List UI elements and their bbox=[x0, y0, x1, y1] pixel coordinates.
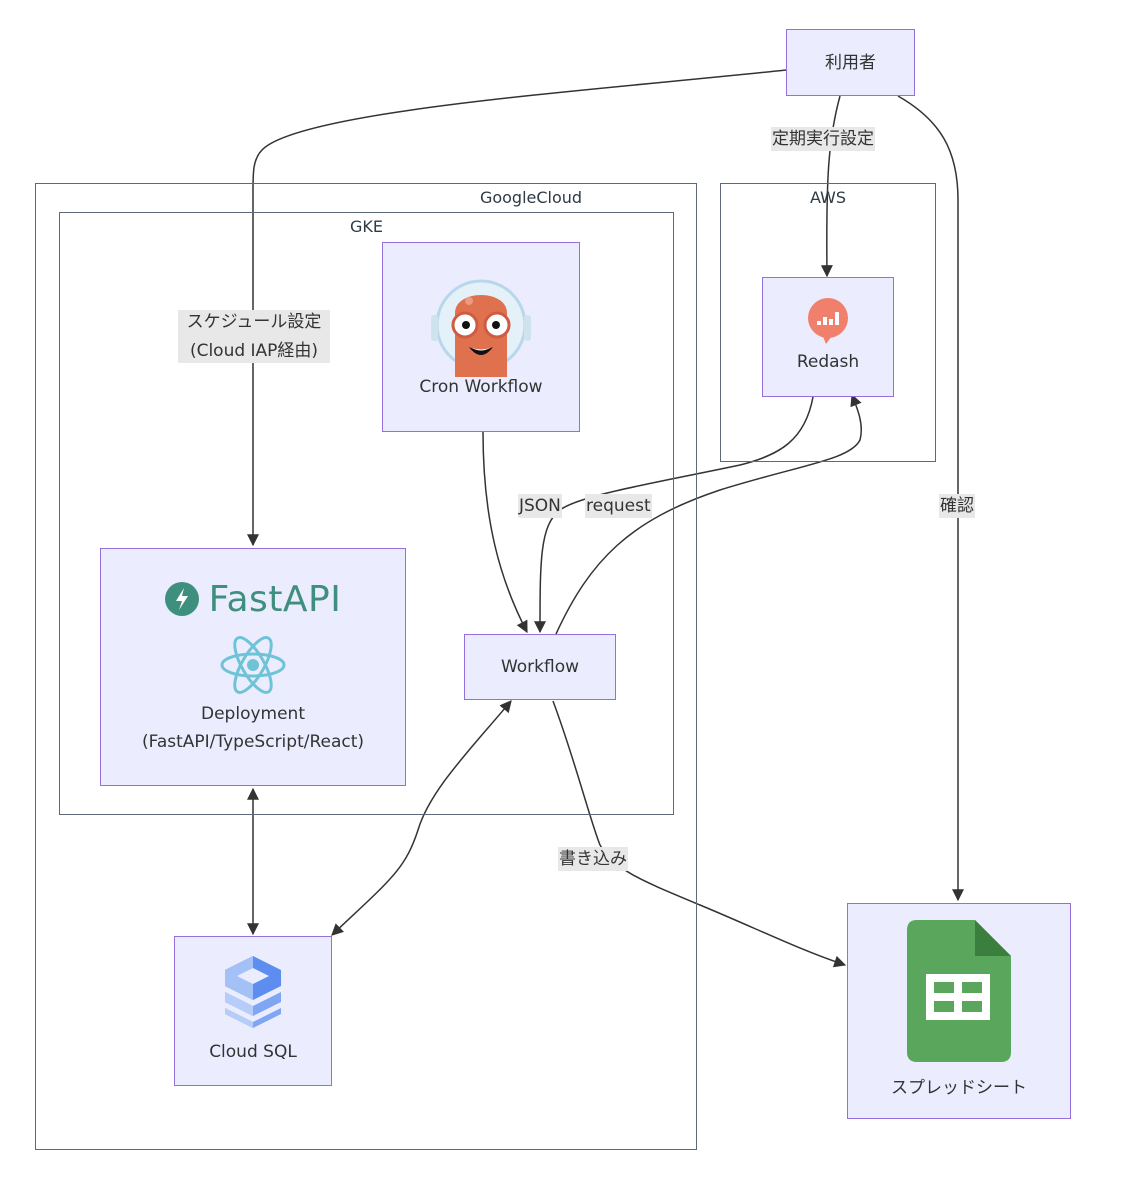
node-label: スプレッドシート bbox=[891, 1078, 1027, 1098]
redash-icon bbox=[808, 298, 848, 344]
edge-label-periodic: 定期実行設定 bbox=[771, 127, 875, 151]
edge-workflow-redash bbox=[555, 393, 863, 635]
node-label-line2: (FastAPI/TypeScript/React) bbox=[141, 731, 365, 752]
node-redash[interactable]: Redash bbox=[762, 277, 894, 397]
edge-user-spreadsheet bbox=[897, 95, 964, 902]
edge-redash-workflow bbox=[534, 396, 814, 634]
node-user[interactable]: 利用者 bbox=[786, 29, 915, 96]
cluster-gke: GKE bbox=[59, 212, 674, 815]
edge-cron-workflow bbox=[482, 431, 528, 634]
argo-mascot-icon bbox=[431, 279, 531, 377]
node-spreadsheet[interactable]: スプレッドシート bbox=[847, 903, 1071, 1119]
react-icon bbox=[220, 635, 286, 694]
edge-user-deployment bbox=[247, 69, 787, 547]
edge-label-line2: (Cloud IAP経由) bbox=[189, 341, 319, 361]
cluster-google-cloud: GoogleCloud bbox=[35, 183, 697, 1150]
edge-label-line1: スケジュール設定 bbox=[186, 312, 322, 332]
node-label: Workflow bbox=[500, 657, 580, 677]
edge-label-schedule: スケジュール設定 (Cloud IAP経由) bbox=[178, 310, 330, 363]
edge-user-redash bbox=[820, 95, 841, 278]
edge-workflow-spreadsheet bbox=[552, 700, 847, 968]
edge-label-write: 書き込み bbox=[558, 847, 628, 871]
edge-workflow-cloudsql bbox=[331, 700, 512, 936]
node-workflow[interactable]: Workflow bbox=[464, 634, 616, 700]
cluster-title: GKE bbox=[350, 217, 383, 236]
fastapi-icon bbox=[164, 582, 199, 616]
node-label: Cloud SQL bbox=[209, 1042, 297, 1062]
node-label: Cron Workflow bbox=[419, 377, 543, 397]
fastapi-logo: FastAPI bbox=[164, 578, 342, 620]
edge-label-request: request bbox=[585, 494, 652, 518]
node-label-line1: Deployment bbox=[201, 703, 305, 724]
cluster-aws: AWS bbox=[720, 183, 936, 462]
google-sheets-icon bbox=[907, 920, 1011, 1062]
fastapi-brand-text: FastAPI bbox=[208, 578, 342, 620]
edge-label-json: JSON bbox=[518, 494, 562, 518]
node-cron-workflow[interactable]: Cron Workflow bbox=[382, 242, 580, 432]
node-deployment[interactable]: FastAPI Deployment (FastAPI/TypeScript/R… bbox=[100, 548, 406, 786]
node-label: 利用者 bbox=[825, 52, 876, 73]
edge-label-confirm: 確認 bbox=[939, 494, 975, 518]
node-label: Redash bbox=[796, 352, 860, 372]
cluster-title: AWS bbox=[809, 188, 847, 207]
cluster-title: GoogleCloud bbox=[479, 188, 583, 207]
cloud-sql-icon bbox=[225, 956, 281, 1028]
node-cloud-sql[interactable]: Cloud SQL bbox=[174, 936, 332, 1086]
